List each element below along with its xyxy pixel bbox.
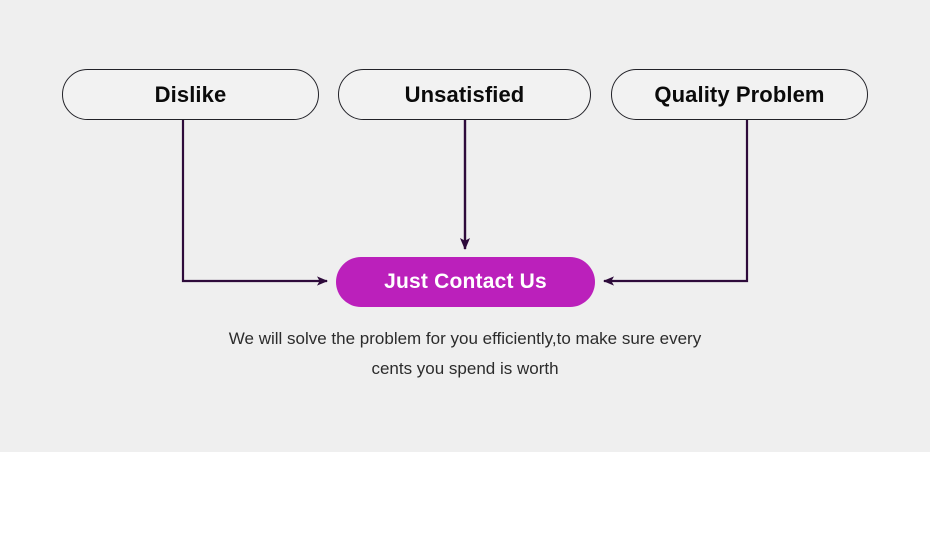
white-spacer <box>0 452 930 541</box>
promo-banner: Dislike Unsatisfied Quality Problem Just… <box>0 0 930 452</box>
node-quality-problem: Quality Problem <box>611 69 868 120</box>
just-contact-us-button[interactable]: Just Contact Us <box>336 257 595 307</box>
node-quality-problem-label: Quality Problem <box>654 81 825 107</box>
node-dislike-label: Dislike <box>154 81 227 107</box>
node-dislike: Dislike <box>62 69 319 120</box>
caption-text: We will solve the problem for you effici… <box>0 324 930 384</box>
node-unsatisfied-label: Unsatisfied <box>404 81 525 107</box>
caption-line-1: We will solve the problem for you effici… <box>228 329 702 348</box>
caption-line-2: cents you spend is worth <box>371 359 559 378</box>
connector-dislike-to-cta <box>181 119 328 286</box>
node-unsatisfied: Unsatisfied <box>338 69 591 120</box>
flow-connectors <box>181 119 749 286</box>
just-contact-us-label: Just Contact Us <box>384 270 547 293</box>
connector-quality-to-cta <box>603 119 749 286</box>
